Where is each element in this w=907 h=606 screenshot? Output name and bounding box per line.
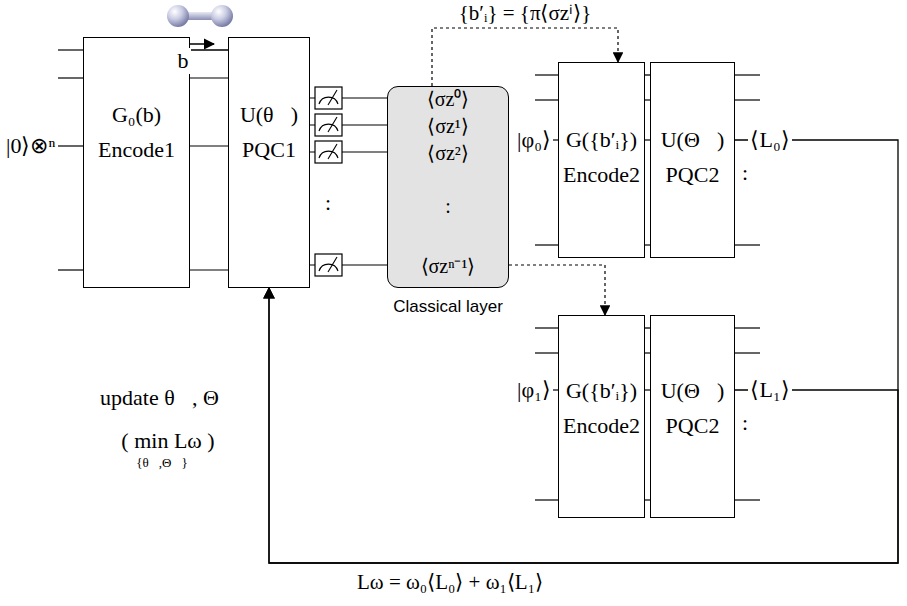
bond-length: b bbox=[176, 48, 191, 74]
expectation-value: ⟨σzⁿ⁻¹⟩ bbox=[388, 254, 508, 278]
ellipsis: : bbox=[740, 160, 750, 186]
gate-formula: U(Θ⃗) bbox=[661, 378, 725, 404]
pqc-box: U(θ⃗) PQC1 bbox=[228, 37, 310, 288]
input-state: |φ₁⟩ bbox=[515, 377, 553, 403]
block-name: PQC2 bbox=[666, 162, 720, 188]
expectation-value: ⟨σz⁰⟩ bbox=[388, 87, 508, 111]
output-expectation: ⟨L₁⟩ bbox=[748, 377, 791, 403]
gate-formula: U(Θ⃗) bbox=[661, 127, 725, 153]
layer-heading: Classical layer bbox=[388, 295, 508, 319]
molecule-illustration bbox=[167, 5, 233, 27]
qubit-wire bbox=[190, 49, 228, 50]
block-name: PQC1 bbox=[242, 137, 296, 163]
block-name: Encode2 bbox=[563, 162, 640, 188]
block-name: Encode2 bbox=[563, 413, 640, 439]
measurement-meters bbox=[315, 87, 342, 276]
gate-formula: G₀(b) bbox=[112, 102, 161, 128]
input-state: |0⟩⊗ⁿ bbox=[4, 133, 57, 159]
ellipsis: : bbox=[323, 190, 333, 216]
minimize-note: ( min Lω ) bbox=[119, 428, 216, 454]
feedback-arrow bbox=[269, 288, 898, 563]
pqc-box: U(Θ⃗) PQC2 bbox=[650, 315, 735, 518]
connector-label: Lω = ω₀⟨L₀⟩ + ω₁⟨L₁⟩ bbox=[354, 570, 546, 595]
output-expectation: ⟨L₀⟩ bbox=[748, 127, 791, 153]
minimize-variables: {θ⃗,Θ⃗} bbox=[134, 455, 190, 470]
encoder-box: G({b′ᵢ}) Encode2 bbox=[558, 62, 645, 258]
gate-formula: U(θ⃗) bbox=[240, 102, 298, 128]
block-name: Encode1 bbox=[98, 137, 175, 163]
pqc-box: U(Θ⃗) PQC2 bbox=[650, 62, 735, 258]
classical-layer-box: ⟨σz⁰⟩⟨σz¹⟩⟨σz²⟩:⟨σzⁿ⁻¹⟩Classical layer bbox=[387, 86, 509, 288]
block-name: PQC2 bbox=[666, 413, 720, 439]
input-state: |φ₀⟩ bbox=[515, 127, 553, 153]
parameter-transfer-arrow bbox=[509, 265, 605, 315]
gate-formula: G({b′ᵢ}) bbox=[566, 378, 637, 404]
ellipsis: : bbox=[740, 410, 750, 436]
encoder-box: G({b′ᵢ}) Encode2 bbox=[558, 315, 645, 518]
expectation-value: ⟨σz¹⟩ bbox=[388, 114, 508, 138]
expectation-value: ⟨σz²⟩ bbox=[388, 141, 508, 165]
update-note: update θ⃗, Θ⃗ bbox=[98, 385, 238, 411]
encoder-box: G₀(b) Encode1 bbox=[83, 37, 190, 288]
connector-label: {b′ᵢ} = {π⟨σzⁱ⟩} bbox=[456, 1, 594, 26]
gate-formula: G({b′ᵢ}) bbox=[566, 127, 637, 153]
expectation-value: : bbox=[388, 194, 508, 218]
